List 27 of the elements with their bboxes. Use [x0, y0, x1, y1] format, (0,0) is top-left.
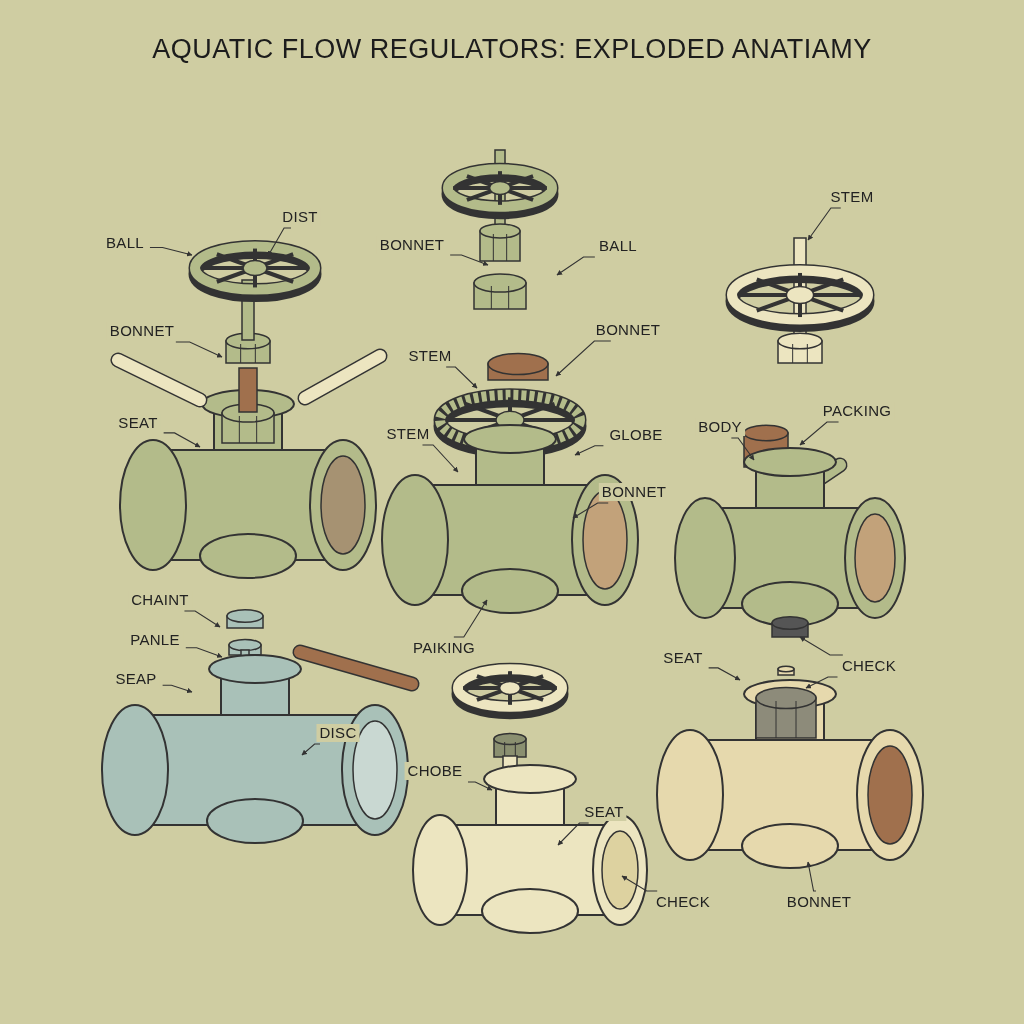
leader-line [556, 256, 596, 276]
title: AQUATIC FLOW REGULATORS: EXPLODED ANATIAMY [151, 34, 873, 65]
leader-line [449, 254, 489, 266]
leader-line [149, 246, 193, 257]
leader-line [175, 341, 223, 358]
leader-line [806, 861, 817, 892]
leader-line [183, 610, 221, 628]
leader-line [574, 445, 604, 456]
leader-line [730, 437, 755, 461]
leader-line [572, 502, 609, 519]
leader-line [799, 636, 844, 656]
leader-line [708, 667, 741, 681]
leader-line [163, 432, 201, 448]
leader-line [453, 599, 488, 638]
leader-line [467, 781, 493, 791]
leader-line [421, 444, 459, 473]
leader-line [445, 366, 478, 389]
leader-line [799, 421, 840, 446]
leader-line [162, 684, 193, 694]
leader-line [807, 207, 842, 241]
leader-line [185, 647, 223, 658]
leader-line [301, 743, 321, 756]
valve-drawing [674, 237, 906, 638]
leader-line [805, 676, 839, 689]
leader-line [555, 340, 612, 377]
leader-line [557, 822, 590, 846]
leader-line [621, 875, 658, 892]
